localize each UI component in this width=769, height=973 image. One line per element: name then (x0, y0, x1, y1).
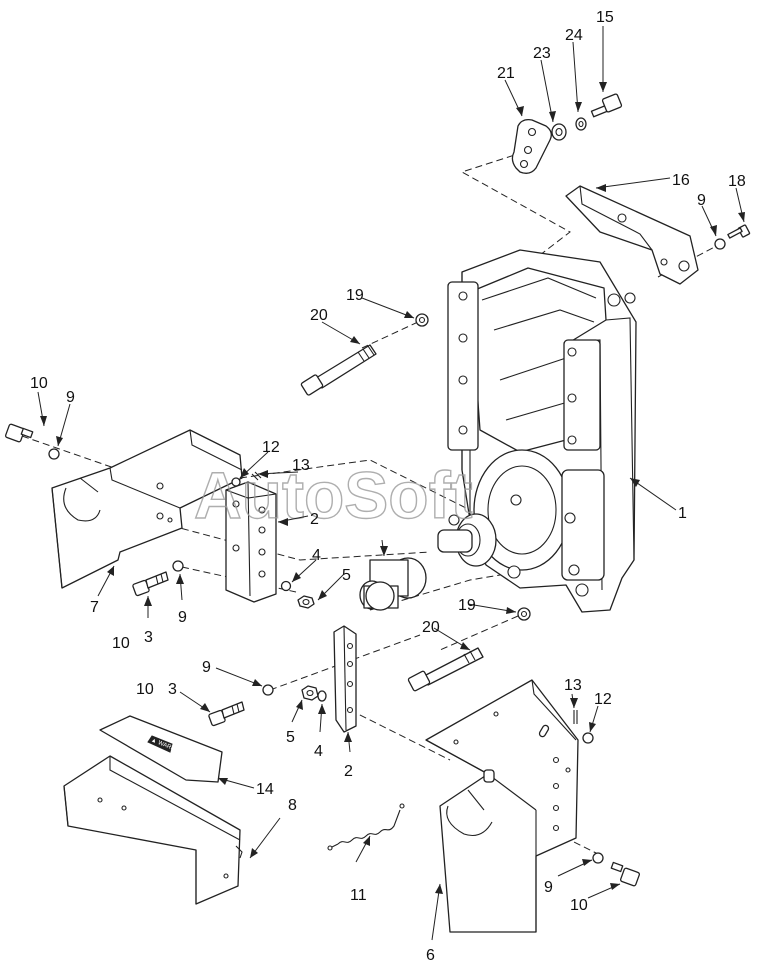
part-1-gearbox-housing (437, 249, 637, 613)
part-14-warning-decal: ▲ WARNING (99, 715, 223, 783)
callout-9-left-mid: 9 (178, 609, 187, 626)
part-5-nut-upper (297, 595, 315, 609)
part-9-washer-top (714, 238, 726, 250)
callout-13-upper: 13 (292, 457, 310, 474)
part-8-lower-shield (63, 755, 243, 905)
callout-3-lower: 3 (168, 681, 177, 698)
part-13-cotter-pin-right (573, 710, 578, 724)
part-9-washer-lower-left (262, 684, 274, 696)
callout-2-upper: 2 (310, 511, 319, 528)
part-7-left-guard (51, 429, 243, 589)
part-15-screw (590, 93, 623, 118)
callout-22: 23 (533, 45, 551, 62)
callout-18: 18 (728, 173, 746, 190)
watermark: AutoSoft (194, 458, 473, 532)
part-20-long-bolt-lower (407, 647, 484, 692)
part-3-bolt-lower (208, 701, 245, 727)
callout-11: 11 (350, 887, 367, 904)
callout-10-lower-left: 10 (136, 681, 154, 698)
callout-23: 24 (565, 27, 583, 44)
callout-12-right: 12 (594, 691, 612, 708)
callout-9-right-bottom: 9 (544, 879, 553, 896)
callout-19-upper: 19 (346, 287, 364, 304)
callout-16: 16 (672, 172, 690, 189)
callout-9-lower-left: 9 (202, 659, 211, 676)
part-12-washer-upper (231, 477, 241, 487)
callout-7: 7 (90, 599, 99, 616)
part-9-washer-left-mid (172, 560, 184, 572)
part-10-cap-screw-left-top (5, 423, 34, 443)
callout-20-upper: 20 (310, 307, 328, 324)
part-4-lock-washer-upper (280, 580, 292, 592)
part-2-bracket-upper (225, 481, 277, 603)
callout-labels: 21 23 24 15 16 18 9 19 20 1 10 9 12 13 2… (30, 9, 746, 964)
part-11-spring (327, 803, 405, 851)
part-9-washer-right-bottom (592, 852, 604, 864)
part-24-shaft-coupler (359, 557, 427, 611)
part-13-cotter-pin-upper (251, 471, 262, 481)
part-2-bracket-lower (333, 625, 357, 733)
callout-6: 6 (426, 947, 435, 964)
part-3-bolt-left (132, 571, 169, 597)
part-18-screw (727, 224, 751, 239)
callout-19-lower: 19 (458, 597, 476, 614)
part-21-link-plate (511, 118, 552, 174)
part-4-lock-washer-lower (317, 690, 327, 702)
part-5-nut-lower (301, 685, 319, 701)
part-10-cap-screw-right-bottom (610, 861, 640, 887)
part-19-washer-lower (517, 607, 531, 621)
callout-8: 8 (288, 797, 297, 814)
callout-13-right: 13 (564, 677, 582, 694)
part-12-washer-right (582, 732, 594, 744)
callout-10-right-bottom: 10 (570, 897, 588, 914)
callout-2-lower: 2 (344, 763, 353, 780)
callout-4-upper: 4 (312, 547, 321, 564)
callout-9-left-top: 9 (66, 389, 75, 406)
callout-20-lower: 20 (422, 619, 440, 636)
arrowheads (40, 82, 745, 894)
leader-lines (37, 26, 745, 941)
part-20-long-bolt-upper (300, 344, 377, 396)
part-6-right-guard (425, 679, 579, 933)
callout-12-upper: 12 (262, 439, 280, 456)
callout-15: 15 (596, 9, 614, 26)
part-19-washer-upper (415, 313, 429, 327)
part-9-washer-left-top (48, 448, 60, 460)
callout-3-left: 3 (144, 629, 153, 646)
callout-14: 14 (256, 781, 274, 798)
part-23-washer (575, 117, 587, 131)
callout-21: 21 (497, 65, 515, 82)
callout-10-left-mid: 10 (112, 635, 130, 652)
callout-10-left-top: 10 (30, 375, 48, 392)
callout-4-lower: 4 (314, 743, 323, 760)
callout-5-upper: 5 (342, 567, 351, 584)
part-16-top-bracket (565, 185, 699, 285)
part-22-spacer (551, 123, 567, 141)
callout-1: 1 (678, 505, 687, 522)
callout-9-top-right: 9 (697, 192, 706, 209)
callout-5-lower: 5 (286, 729, 295, 746)
